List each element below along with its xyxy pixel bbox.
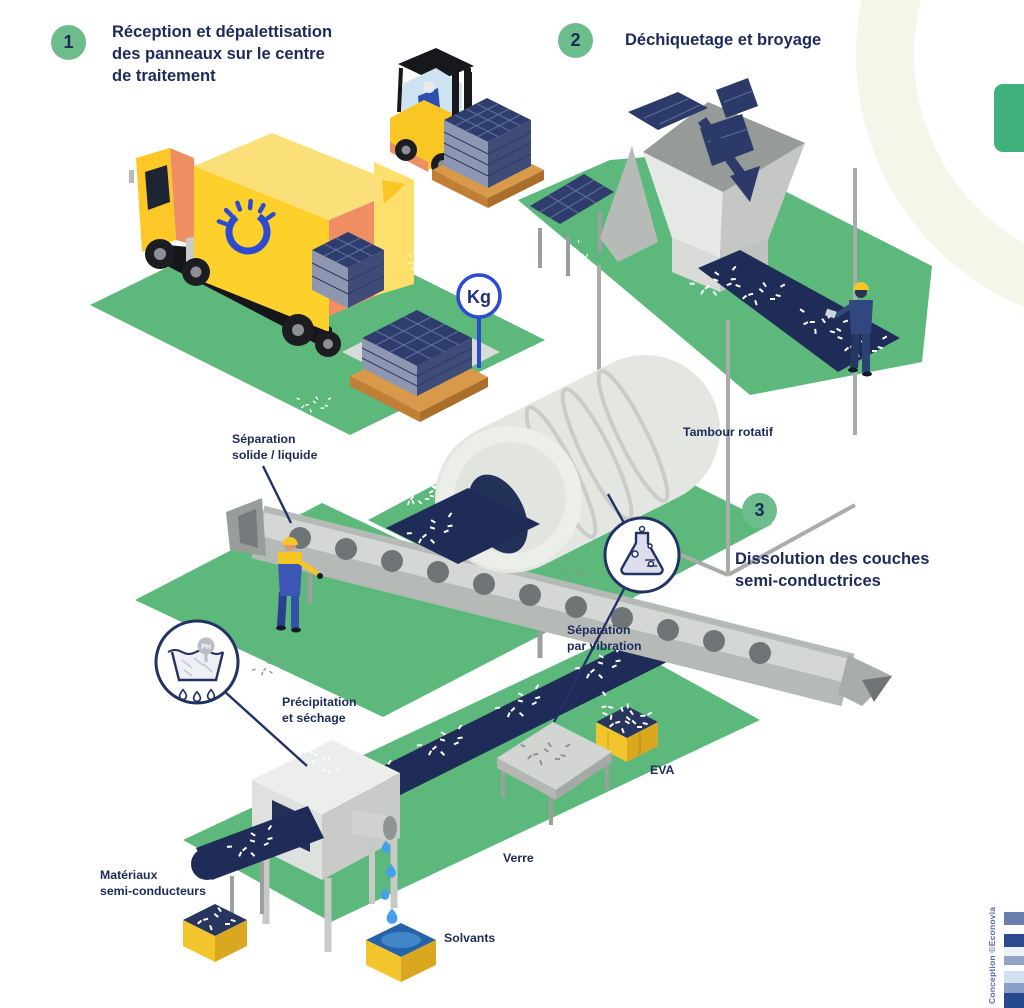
ramp-slide xyxy=(600,146,658,262)
panel-grid xyxy=(375,316,460,360)
auger-arches xyxy=(289,527,771,664)
shredder xyxy=(530,78,900,577)
step-2-number: 2 xyxy=(558,23,593,58)
step-3-number: 3 xyxy=(742,493,777,528)
drum-exit-conveyor xyxy=(386,488,540,564)
shred-conveyor xyxy=(698,250,900,372)
platform-trough xyxy=(135,503,570,717)
green-edge-tab xyxy=(994,84,1024,152)
step-1-number: 1 xyxy=(51,25,86,60)
label-solvants: Solvants xyxy=(444,931,496,945)
hard-hat xyxy=(853,282,869,290)
rotary-drum xyxy=(296,238,720,573)
truck-mirror xyxy=(129,170,134,183)
step-1-title: Réception et dépalettisation des panneau… xyxy=(112,23,333,85)
truck-wheels xyxy=(145,239,341,357)
credit-text: Conception ©Econovia xyxy=(987,906,997,1004)
screw-conveyor xyxy=(226,451,892,707)
step-3-title: Dissolution des couches semi-conductrice… xyxy=(735,550,930,590)
worker-trough xyxy=(276,537,323,633)
hard-hat xyxy=(282,537,298,545)
label-separation-par-vibration: Séparation par vibration xyxy=(567,623,642,653)
eva-bin xyxy=(591,688,658,762)
kg-badge-text: Kg xyxy=(467,287,491,307)
ramp-table-legs xyxy=(538,212,602,276)
label-materiaux-semi-conducteurs: Matériaux semi-conducteurs xyxy=(100,868,206,898)
flask-icon xyxy=(603,516,681,594)
leader-lines xyxy=(223,465,627,767)
precipitation-machine xyxy=(112,528,400,952)
worker-step2 xyxy=(825,282,873,377)
ph-icon: PH xyxy=(154,619,240,705)
solvent-pipe xyxy=(352,810,398,924)
label-verre: Verre xyxy=(503,851,534,865)
output-conveyor xyxy=(112,528,324,928)
solvent-bin xyxy=(366,923,436,982)
label-tambour-rotatif: Tambour rotatif xyxy=(683,425,773,439)
arrow-head xyxy=(730,166,760,202)
truck xyxy=(129,133,414,357)
vibration-conveyor xyxy=(315,628,675,830)
panel-edge-decoration xyxy=(1004,912,1024,1008)
truck-panel-stack xyxy=(311,232,385,308)
arrow-shaft xyxy=(697,117,747,179)
kg-scale-icon: Kg xyxy=(456,273,502,368)
forklift-panel-stack xyxy=(443,98,532,188)
ground-pallet-stack xyxy=(342,310,500,422)
falling-panels xyxy=(628,78,760,202)
label-precipitation-sechage: Précipitation et séchage xyxy=(282,695,357,725)
forklift xyxy=(382,48,544,208)
label-separation-solide-liquide: Séparation solide / liquide xyxy=(232,432,318,462)
step-2-title: Déchiquetage et broyage xyxy=(625,31,822,49)
vibrating-table xyxy=(250,555,612,825)
ph-badge-text: PH xyxy=(201,644,211,651)
semiconductor-bin xyxy=(183,738,342,962)
ramp-panel xyxy=(530,174,614,224)
label-eva: EVA xyxy=(650,763,675,777)
